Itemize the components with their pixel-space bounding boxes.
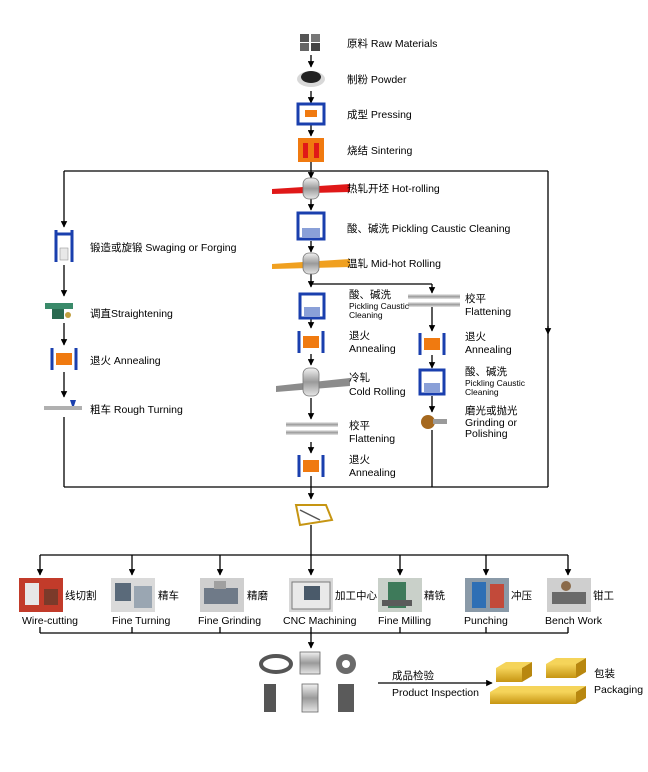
step-powder-label: 制粉 Powder [347, 74, 407, 86]
machining-punching-en: Punching [464, 615, 508, 627]
step-annealing-l-label: 退火 Annealing [90, 355, 161, 367]
sintering-icon [298, 138, 324, 162]
step-annealing-2-cn: 退火 [349, 330, 370, 342]
machining-bench-work-cn: 钳工 [593, 590, 614, 602]
annealing-furnace-icon [297, 331, 325, 353]
step-grinding-en-2: Polishing [465, 428, 508, 440]
machining-cnc-cn: 加工中心 [335, 590, 377, 602]
step-sintering-label: 烧结 Sintering [347, 145, 413, 157]
step-hot-rolling-label: 热轧开坯 Hot-rolling [347, 183, 440, 195]
pickling-tank-icon [418, 368, 446, 396]
step-straightening-label: 调直Straightening [90, 308, 173, 320]
assembly-frame-icon [294, 504, 334, 527]
step-rough-turning-label: 粗车 Rough Turning [90, 404, 183, 416]
fine-grinding-photo [200, 578, 244, 612]
grinding-wheel-icon [421, 415, 447, 429]
flattening-icon [286, 422, 338, 435]
step-flattening-r-cn: 校平 [465, 293, 486, 305]
step-swaging-label: 锻造或旋锻 Swaging or Forging [90, 242, 237, 254]
hot-rolling-icon [272, 177, 350, 200]
flattening-icon [408, 294, 460, 307]
mid-hot-rolling-icon [272, 252, 350, 275]
finished-parts-icon [259, 651, 356, 713]
step-cold-rolling-cn: 冷轧 [349, 372, 370, 384]
annealing-furnace-icon [418, 333, 446, 355]
punching-photo [465, 578, 509, 612]
packaging-cn: 包装 [594, 668, 615, 680]
step-annealing-r-cn: 退火 [465, 331, 486, 343]
step-flattening-r-en: Flattening [465, 306, 512, 318]
machining-bench-work-en: Bench Work [545, 615, 602, 627]
packaging-en: Packaging [594, 684, 644, 696]
inspection-cn: 成品检验 [392, 670, 434, 682]
step-cold-rolling-en: Cold Rolling [349, 386, 406, 398]
step-raw-materials-label: 原料 Raw Materials [347, 38, 438, 50]
step-flattening-2-en: Flattening [349, 433, 396, 445]
step-pickling-r-cn: 酸、碱洗 [465, 366, 507, 378]
swaging-press-icon [54, 230, 74, 262]
step-annealing-2-en: Annealing [349, 343, 396, 355]
step-pickling-2-en: Pickling Caustic [349, 301, 409, 311]
step-annealing-3-cn: 退火 [349, 454, 370, 466]
machining-punching-cn: 冲压 [511, 590, 532, 602]
cnc-machining-photo [289, 578, 333, 612]
bench-work-photo [547, 578, 591, 612]
step-grinding-cn: 磨光或抛光 [465, 405, 518, 417]
step-pickling-r-en-2: Cleaning [465, 387, 499, 397]
machining-fine-grinding-en: Fine Grinding [198, 615, 262, 627]
machining-wire-cutting-en: Wire-cutting [22, 615, 79, 627]
pressing-icon [296, 102, 326, 126]
step-pickling-r-en: Pickling Caustic [465, 378, 525, 388]
fine-turning-photo [111, 578, 155, 612]
fine-milling-photo [378, 578, 422, 612]
pickling-tank-icon [296, 211, 326, 241]
step-mid-hot-rolling-label: 温轧 Mid-hot Rolling [347, 258, 441, 270]
step-pickling-2-cn: 酸、碱洗 [349, 289, 391, 301]
machining-fine-turning-cn: 精车 [158, 590, 179, 602]
wire-cutting-photo [19, 578, 63, 612]
cold-rolling-icon [276, 367, 350, 397]
raw-materials-icon [300, 34, 320, 51]
machining-photos [19, 578, 591, 612]
step-annealing-r-en: Annealing [465, 344, 512, 356]
machining-fine-turning-en: Fine Turning [112, 615, 171, 627]
annealing-furnace-icon [50, 348, 78, 370]
annealing-furnace-icon [297, 455, 325, 477]
step-pickling-label: 酸、碱洗 Pickling Caustic Cleaning [347, 223, 511, 235]
connector-lines [36, 55, 572, 687]
pickling-tank-icon [298, 292, 326, 320]
step-annealing-3-en: Annealing [349, 467, 396, 479]
machining-wire-cutting-cn: 线切割 [65, 590, 97, 602]
inspection-en: Product Inspection [392, 687, 479, 699]
machining-fine-milling-cn: 精铣 [424, 590, 445, 602]
step-pickling-2-en-2: Cleaning [349, 310, 383, 320]
lathe-tool-icon [44, 400, 82, 410]
machining-cnc-en: CNC Machining [283, 615, 357, 627]
packaging-boxes-icon [490, 658, 586, 704]
machining-fine-grinding-cn: 精磨 [247, 590, 268, 602]
powder-icon [297, 71, 325, 87]
machining-fine-milling-en: Fine Milling [378, 615, 432, 627]
straightening-machine-icon [45, 303, 73, 319]
step-flattening-2-cn: 校平 [349, 420, 370, 432]
step-grinding-en: Grinding or [465, 417, 517, 429]
step-pressing-label: 成型 Pressing [347, 109, 412, 121]
